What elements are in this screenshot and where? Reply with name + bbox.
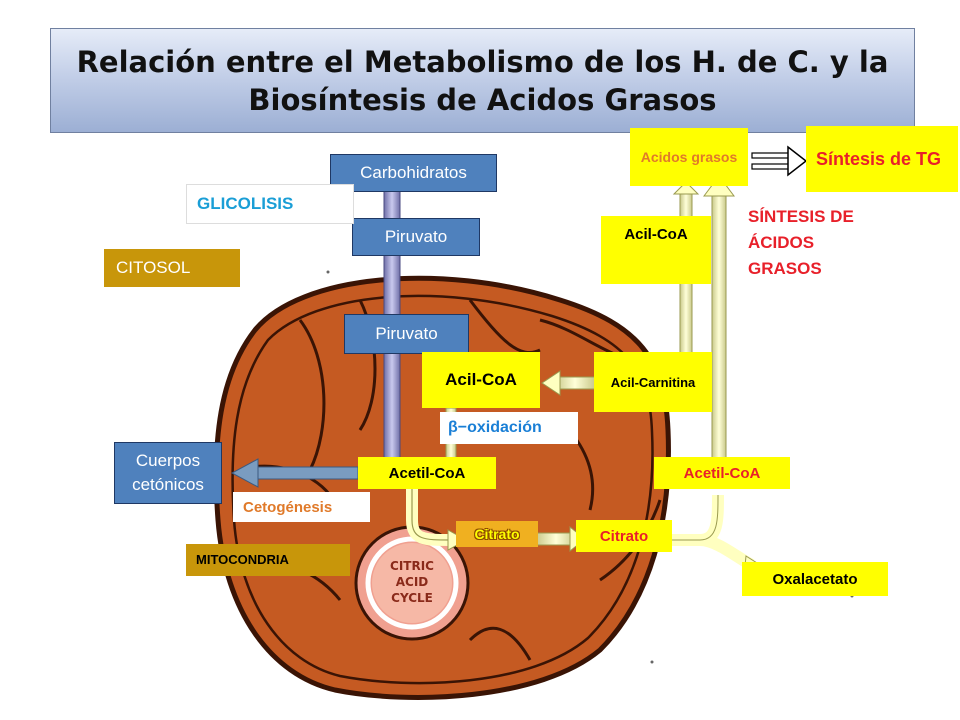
carbohidratos-box: Carbohidratos <box>330 154 497 192</box>
piruvato-box-mito: Piruvato <box>344 314 469 354</box>
citosol-label: CITOSOL <box>104 249 240 287</box>
acil-coa-cyto-box: Acil-CoA <box>601 216 711 284</box>
page-title: Relación entre el Metabolismo de los H. … <box>76 44 889 117</box>
mitocondria-label: MITOCONDRIA <box>186 544 350 576</box>
oxalacetato-box: Oxalacetato <box>742 562 888 596</box>
title-banner: Relación entre el Metabolismo de los H. … <box>50 28 915 133</box>
sintesis-acidos-grasos-label: SÍNTESIS DE ÁCIDOS GRASOS <box>748 207 854 278</box>
beta-oxidacion-label: β−oxidación <box>440 412 578 444</box>
citrato-cyto-box: Citrato <box>576 520 672 552</box>
acetil-coa-cyto-box: Acetil-CoA <box>654 457 790 489</box>
acil-coa-mito-box: Acil-CoA <box>422 352 540 408</box>
acetil-coa-mito-box: Acetil-CoA <box>358 457 496 489</box>
acil-carnitina-box: Acil-Carnitina <box>594 352 712 412</box>
sintesis-tg-box: Síntesis de TG <box>806 126 958 192</box>
acidos-grasos-box: Acidos grasos <box>630 128 748 186</box>
citric-acid-cycle-label: CITRIC ACID CYCLE <box>390 559 434 605</box>
cuerpos-cetonicos-box: Cuerpos cetónicos <box>114 442 222 504</box>
glicolisis-label: GLICOLISIS <box>186 184 354 224</box>
citrato-mito-box: Citrato <box>456 521 538 547</box>
cetogenesis-label: Cetogénesis <box>233 492 370 522</box>
piruvato-box-cytosol: Piruvato <box>352 218 480 256</box>
